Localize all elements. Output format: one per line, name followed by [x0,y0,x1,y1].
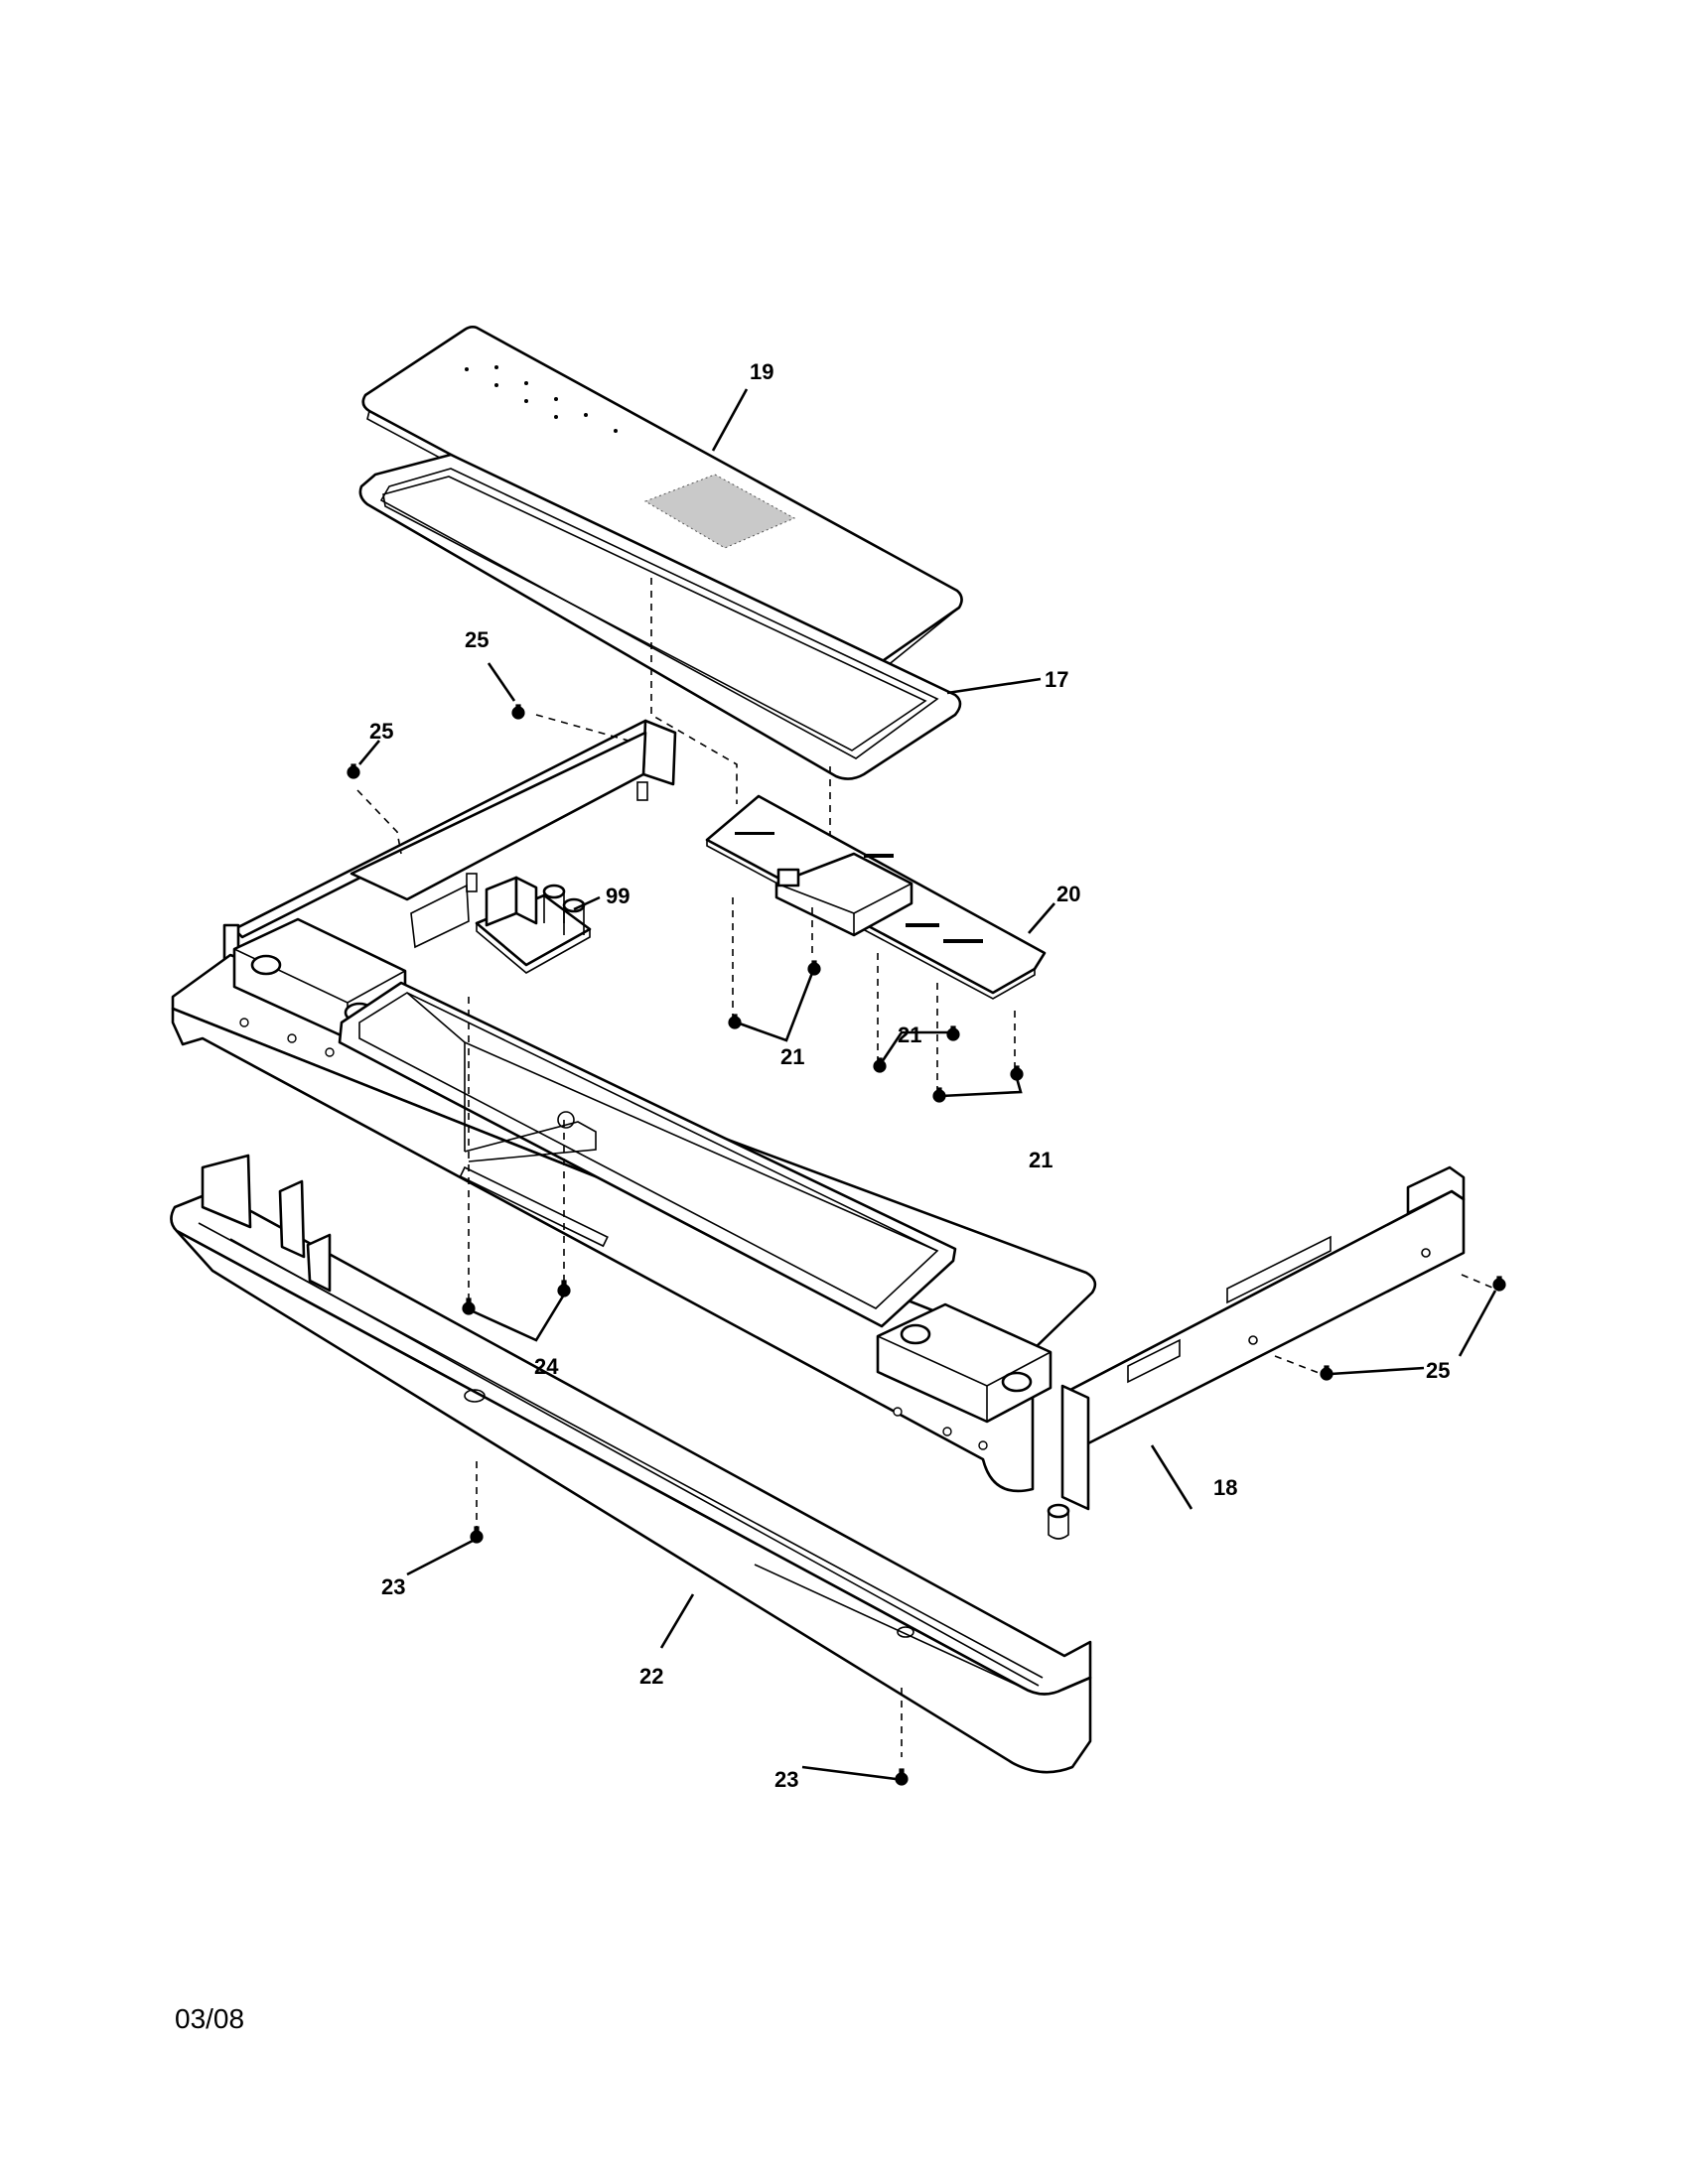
screw-21-f [1010,1065,1024,1081]
part-22-lower-trim [170,1154,1092,1774]
part-18-main-frame [171,719,1466,1540]
callout-17: 17 [1045,667,1068,692]
panel-keypad-dots [465,365,618,433]
panel-display-window [643,474,796,549]
callout-23-left: 23 [381,1574,405,1599]
callout-24: 24 [534,1354,559,1379]
callout-21-left: 21 [780,1044,804,1069]
callout-21-middle: 21 [898,1023,921,1047]
callout-22: 22 [639,1664,663,1689]
callout-21-right: 21 [1029,1148,1052,1172]
callout-19: 19 [750,359,773,384]
part-99-transformer-board [475,876,592,974]
callout-99: 99 [606,884,630,908]
screw-24-b [557,1280,571,1297]
screw-21-a [728,1014,742,1029]
date-code: 03/08 [175,2003,245,2034]
callout-18: 18 [1213,1475,1237,1500]
callout-25-top: 25 [465,627,489,652]
callout-23-bottom: 23 [774,1767,798,1792]
screw-23-b [895,1768,909,1786]
part-17-gasket-frame [358,453,962,780]
part-20-control-board [705,794,1047,1000]
callout-25-right: 25 [1426,1358,1450,1383]
screw-21-b [807,960,821,976]
screw-25-a [511,704,525,720]
screw-25-c [1492,1276,1506,1292]
screw-23-a [470,1526,484,1544]
screw-21-c [873,1057,887,1073]
callout-20: 20 [1056,882,1080,906]
callout-25-left: 25 [369,719,393,744]
screw-25-b [347,763,360,779]
